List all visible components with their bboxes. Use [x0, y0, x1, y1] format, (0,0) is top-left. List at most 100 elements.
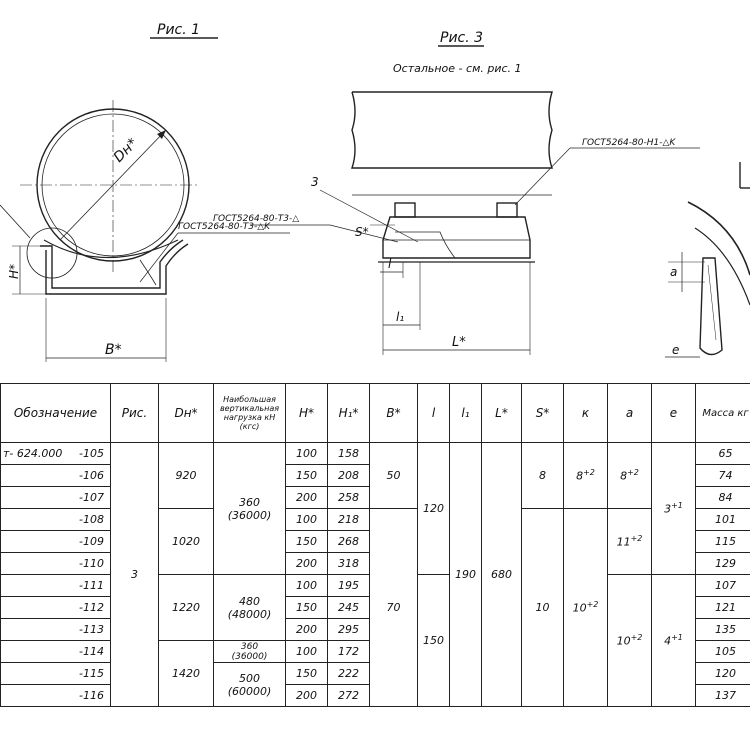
fig1-saddle: [40, 239, 184, 289]
fig1-h-label: H*: [7, 264, 21, 279]
cell-h: 200: [285, 486, 328, 509]
fig1-gusset: [139, 259, 157, 286]
fig3-weld-mid-leader: [329, 224, 399, 243]
header-b: B*: [369, 383, 418, 443]
fig3-weld-top-label: ГОСТ5264-80-Н1-△K: [582, 138, 676, 148]
cell-h: 200: [285, 618, 328, 641]
table-row: -108 1020 100 218 70 10 10+2 11+2 101: [0, 508, 750, 707]
header-fig: Рис.: [110, 383, 159, 443]
cell-load-1: 360(36000): [213, 442, 286, 575]
cell-h1: 318: [327, 552, 370, 575]
cell-mass: 135: [695, 618, 750, 641]
fig3-weld-top-leader: [514, 147, 571, 206]
cell-mass: 107: [695, 574, 750, 597]
header-dn: Dн*: [158, 383, 214, 443]
cell-h1: 158: [327, 442, 370, 465]
fig1-detail-circle: [26, 227, 78, 279]
header-k: к: [563, 383, 608, 443]
fig3-l-label: l: [388, 257, 392, 271]
technical-drawing: Рис. 1 Рис. 3 Остальное - см. рис. 1 Dн*…: [0, 22, 750, 362]
fig3-gusset: [395, 231, 456, 259]
cell-l-2: 150: [417, 574, 450, 707]
cell-h1: 268: [327, 530, 370, 553]
cell-mass: 84: [695, 486, 750, 509]
fig3-callout-leader: [319, 189, 419, 243]
cell-b-1: 50: [369, 442, 418, 509]
cell-e-2: 4+1: [651, 574, 696, 707]
cell-a-1: 8+2: [607, 442, 652, 509]
table-row: -110 200 318 129: [0, 552, 750, 575]
cell-h: 100: [285, 442, 328, 465]
cell-k-2: 10+2: [563, 508, 608, 707]
fig3-lug-right: [496, 202, 518, 218]
fig3-weld-mid-label: ГОСТ5264-80-Т3-△: [213, 214, 299, 224]
cell-h: 200: [285, 684, 328, 707]
cell-a-3: 10+2: [607, 574, 652, 707]
detail-plate: [694, 227, 750, 306]
cell-e-1: 3+1: [651, 442, 696, 575]
cell-mass: 74: [695, 464, 750, 487]
fig1-title: Рис. 1: [157, 22, 200, 38]
fig3-L-label: L*: [452, 335, 466, 350]
detail-a-label: a: [670, 265, 677, 279]
table-row: т- 624.000-105 3 920 360(36000) 100 158 …: [0, 442, 750, 707]
fig1-detail-leader: [0, 204, 31, 239]
header-load: Наибольшая вертикальная нагрузка кН (кгс…: [213, 383, 286, 443]
fig3-l1-label: l₁: [396, 310, 404, 324]
cell-mass: 115: [695, 530, 750, 553]
cell-h: 150: [285, 464, 328, 487]
header-l: l: [417, 383, 450, 443]
table-row: -109 150 268 115: [0, 530, 750, 553]
cell-load-2: 480(48000): [213, 574, 286, 641]
header-h: H*: [285, 383, 328, 443]
cell-L: 680: [481, 442, 522, 707]
detail-hatch: [707, 264, 717, 341]
cell-mass: 120: [695, 662, 750, 685]
fig1-diameter-line: [59, 129, 167, 241]
designation-prefix: т- 624.000: [3, 447, 63, 460]
cell-h: 100: [285, 508, 328, 531]
fig3-title: Рис. 3: [440, 30, 483, 46]
cell-s-2: 10: [521, 508, 564, 707]
fig3-s-label: S*: [355, 225, 369, 239]
fig1-saddle-outer: [45, 243, 189, 295]
cell-h1: 272: [327, 684, 370, 707]
header-s: S*: [521, 383, 564, 443]
cell-dn-3: 1220: [158, 574, 214, 641]
cell-h1: 258: [327, 486, 370, 509]
cell-dn-1: 920: [158, 442, 214, 509]
table-row: -112 150 245 121: [0, 596, 750, 619]
table-row: -113 200 295 135: [0, 618, 750, 641]
detail-pipe-wall: [687, 201, 750, 276]
cell-dn-2: 1020: [158, 508, 214, 575]
cell-load-4: 500(60000): [213, 662, 286, 707]
table-header-row: Обозначение Рис. Dн* Наибольшая вертикал…: [0, 383, 750, 443]
fig3-callout-3: 3: [311, 175, 319, 189]
fig1-saddle-plate: [43, 239, 179, 258]
cell-mass: 65: [695, 442, 750, 465]
cell-h: 150: [285, 596, 328, 619]
cell-h1: 195: [327, 574, 370, 597]
header-e: e: [651, 383, 696, 443]
cell-dn-4: 1420: [158, 640, 214, 707]
cell-b-2: 70: [369, 508, 418, 707]
header-h1: H₁*: [327, 383, 370, 443]
fig1-b-label: B*: [105, 342, 122, 358]
cell-h1: 172: [327, 640, 370, 663]
cell-mass: 101: [695, 508, 750, 531]
table-row: -116 200 272 137: [0, 684, 750, 707]
table-row: -115 500(60000) 150 222 120: [0, 662, 750, 707]
cell-fig: 3: [110, 442, 159, 707]
cell-h1: 208: [327, 464, 370, 487]
fig1-weld-label: ГОСТ5264-80-Т3-△K: [178, 222, 271, 232]
fig1-weld-leader: [139, 232, 179, 283]
cell-h1: 222: [327, 662, 370, 685]
cell-s-1: 8: [521, 442, 564, 509]
cell-l-1: 120: [417, 442, 450, 575]
header-l1: l₁: [449, 383, 482, 443]
header-a: a: [607, 383, 652, 443]
cell-h: 100: [285, 574, 328, 597]
cell-load-3: 360(36000): [213, 640, 286, 663]
header-designation: Обозначение: [0, 383, 111, 443]
detail-e-label: e: [672, 343, 679, 357]
